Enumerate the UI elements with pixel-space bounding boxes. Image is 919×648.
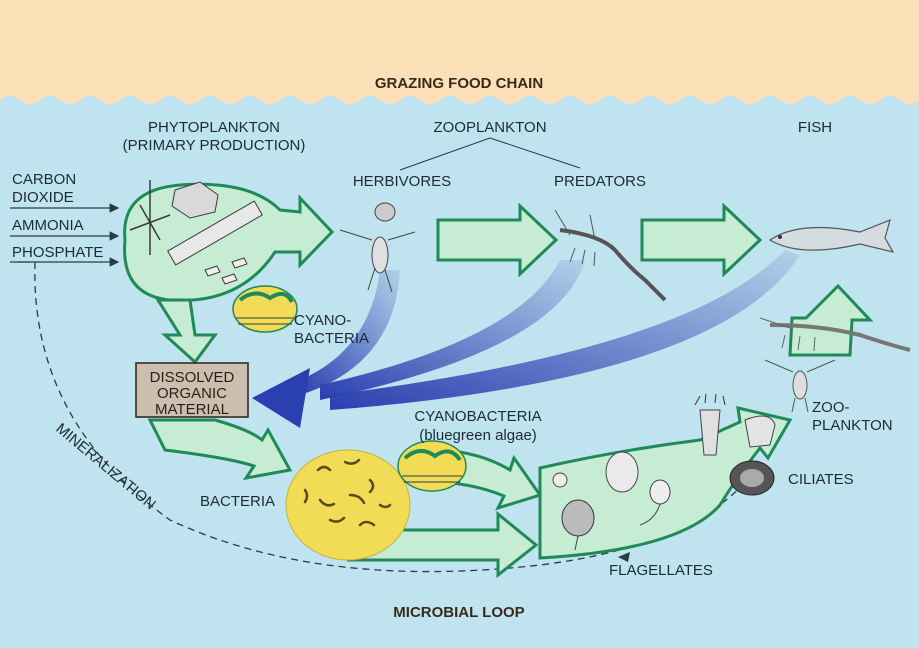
fish-label: FISH (798, 119, 832, 136)
herbivores-label: HERBIVORES (353, 173, 451, 190)
zooplankton-right-label-line2: PLANKTON (812, 417, 893, 434)
cyanobacteria-cell-top (233, 286, 297, 332)
flagellates-label: FLAGELLATES (609, 562, 713, 579)
ciliate-bell-icon (745, 416, 775, 447)
bluegreen-algae-label: (bluegreen algae) (419, 427, 537, 444)
primary-production-label: (PRIMARY PRODUCTION) (123, 137, 306, 154)
bacteria-blob (286, 450, 410, 560)
bacteria-label: BACTERIA (200, 493, 275, 510)
grazing-food-chain-title: GRAZING FOOD CHAIN (375, 75, 543, 92)
cyanobacteria-cell-bottom (398, 441, 466, 491)
cyano-label-line1: CYANO- (294, 312, 351, 329)
dom-label-line3: MATERIAL (155, 401, 229, 418)
phosphate-label: PHOSPHATE (12, 244, 103, 261)
ammonia-label: AMMONIA (12, 217, 84, 234)
dom-label-line2: ORGANIC (157, 385, 227, 402)
predators-label: PREDATORS (554, 173, 646, 190)
microbial-loop-title: MICROBIAL LOOP (393, 604, 524, 621)
cyanobacteria-label: CYANOBACTERIA (414, 408, 541, 425)
phytoplankton-label: PHYTOPLANKTON (148, 119, 280, 136)
dom-label-line1: DISSOLVED (150, 369, 235, 386)
zooplankton-label: ZOOPLANKTON (433, 119, 546, 136)
zooplankton-right-label-line1: ZOO- (812, 399, 850, 416)
carbon-label: CARBON (12, 171, 76, 188)
cyano-label-line2: BACTERIA (294, 330, 369, 347)
dioxide-label: DIOXIDE (12, 189, 74, 206)
ciliates-label: CILIATES (788, 471, 854, 488)
ciliate-round-icon (730, 461, 774, 495)
